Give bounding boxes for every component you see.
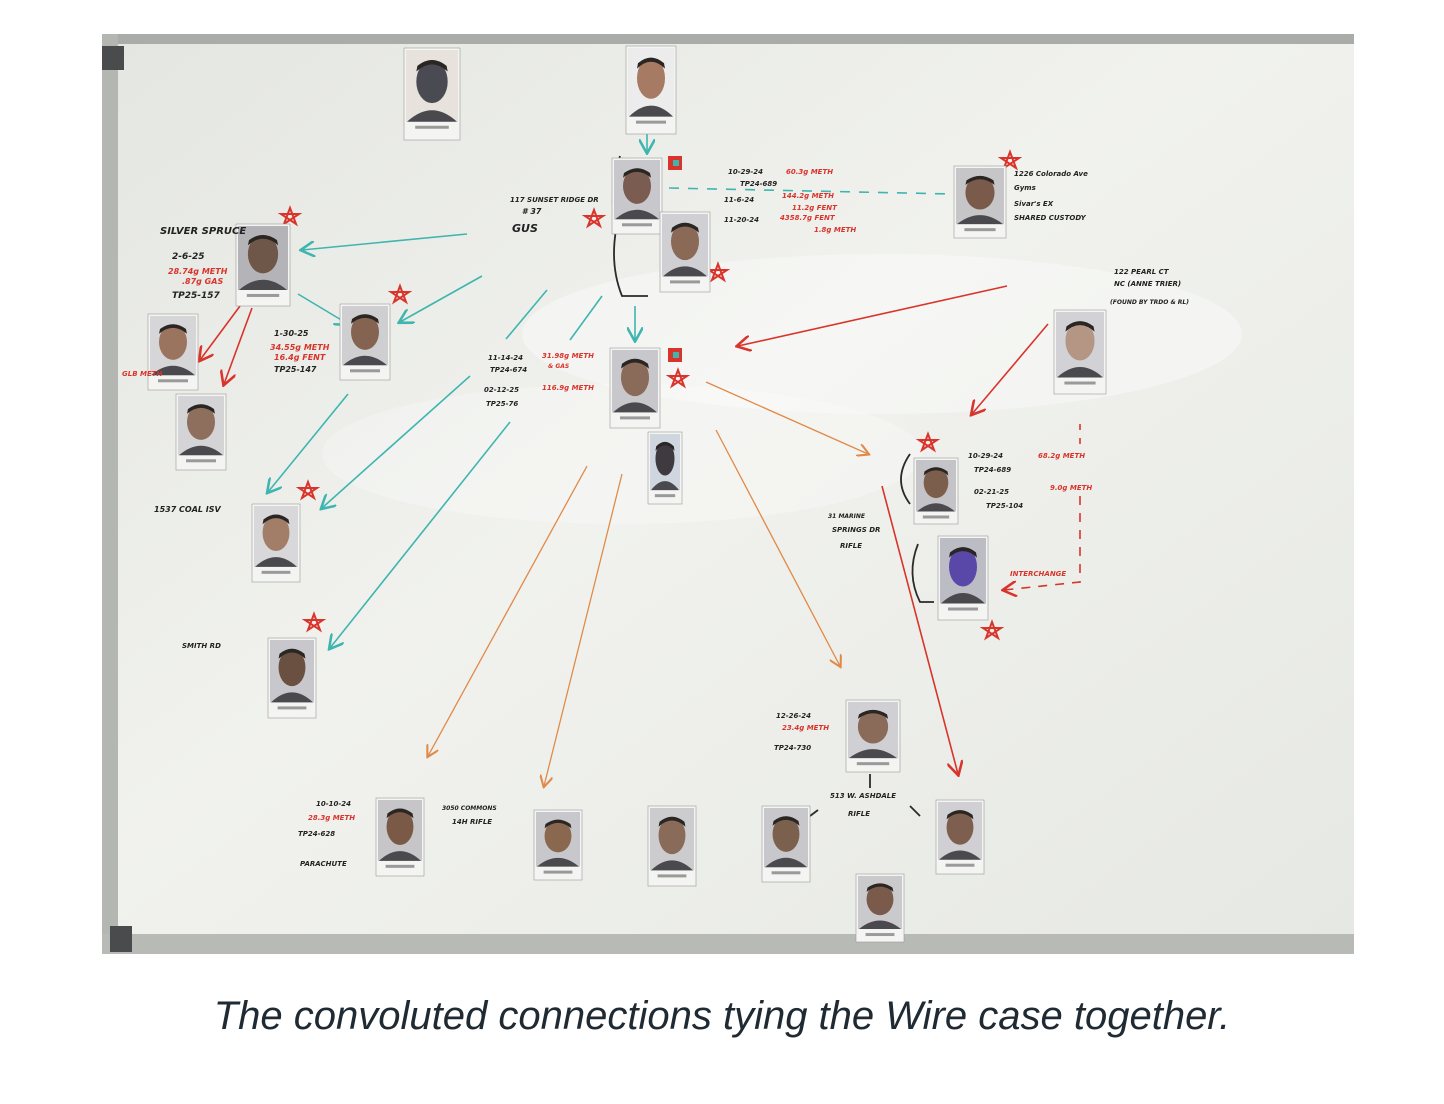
- note-top-l3-val: 144.2g METH: [782, 192, 834, 200]
- note-top-l6-val: 1.8g METH: [814, 226, 856, 234]
- note-bl-date: 10-10-24: [316, 800, 351, 808]
- note-mr-tp1: TP24-689: [974, 466, 1011, 474]
- note-silver-tp: TP25-157: [172, 291, 221, 301]
- note-center-d2: 02-12-25: [484, 386, 519, 394]
- orange-connections: [428, 381, 868, 786]
- note-center-tp1: TP24-674: [490, 366, 527, 374]
- mugshot-card: [1053, 309, 1107, 395]
- note-bl-val: 28.3g METH: [308, 814, 355, 822]
- tag-icons: [668, 156, 682, 362]
- note-br-date: 12-26-24: [776, 712, 811, 720]
- note-left-tp: TP25-147: [274, 365, 317, 374]
- mugshots: [147, 45, 1107, 943]
- note-top-l4-val: 11.2g FENT: [792, 204, 838, 212]
- mugshot-card: [611, 157, 663, 235]
- note-right-l1: 1226 Colorado Ave: [1014, 170, 1088, 178]
- mugshot-card: [267, 637, 317, 719]
- note-gus-num: # 37: [522, 207, 542, 216]
- note-center-d1: 11-14-24: [488, 354, 523, 362]
- handwritten-notes: SILVER SPRUCE 2-6-25 28.74g METH .87g GA…: [122, 168, 1189, 868]
- note-br-val: 23.4g METH: [782, 724, 829, 732]
- note-ashdale-l2: RIFLE: [848, 810, 870, 818]
- note-top-l1-val: 60.3g METH: [786, 168, 833, 176]
- mugshot-card: [147, 313, 199, 391]
- note-pearl-l1: 122 PEARL CT: [1114, 268, 1170, 276]
- note-right-l3: Sivar's EX: [1014, 200, 1054, 208]
- note-bl-city: PARACHUTE: [300, 860, 347, 868]
- note-silver-meth: 28.74g METH: [168, 267, 228, 276]
- note-top-l5-val: 4358.7g FENT: [780, 214, 836, 222]
- note-right-l2: Gyms: [1014, 184, 1036, 192]
- note-ashdale-l1: 513 W. ASHDALE: [830, 792, 896, 800]
- note-center-v1: 31.98g METH: [542, 352, 594, 360]
- note-top-l5-date: 11-20-24: [724, 216, 759, 224]
- mugshot-card: [937, 535, 989, 621]
- note-spring-l3: RIFLE: [840, 542, 862, 550]
- star-marks: [277, 149, 1023, 641]
- note-glb-meth: GLB METH: [122, 370, 163, 378]
- mugshot-card: [375, 797, 425, 877]
- mugshot-card: [339, 303, 391, 381]
- mugshot-card: [625, 45, 677, 135]
- note-smith: SMITH RD: [182, 642, 221, 650]
- mugshot-card: [235, 223, 291, 307]
- note-center-v2: 116.9g METH: [542, 384, 594, 392]
- note-coal-addr: 1537 COAL ISV: [154, 505, 222, 514]
- note-left-fent: 16.4g FENT: [274, 353, 326, 362]
- note-top-l1-date: 10-29-24: [728, 168, 763, 176]
- note-silver-gas: .87g GAS: [182, 277, 223, 286]
- note-mr-tp2: TP25-104: [986, 502, 1023, 510]
- red-connections: [200, 285, 1081, 774]
- mugshot-card: [659, 211, 711, 293]
- mugshot-card: [403, 47, 461, 141]
- note-mr-d1: 10-29-24: [968, 452, 1003, 460]
- note-pearl-l3: (FOUND BY TRDO & RL): [1110, 299, 1189, 306]
- mugshot-card: [913, 457, 959, 525]
- teal-connections: [268, 132, 953, 648]
- note-gus-name: GUS: [512, 222, 538, 235]
- mugshot-card: [647, 431, 683, 505]
- note-left-meth: 34.55g METH: [270, 343, 330, 352]
- mugshot-card: [845, 699, 901, 773]
- mugshot-card: [953, 165, 1007, 239]
- note-comm-l1: 3050 COMMONS: [442, 805, 497, 812]
- note-gus-addr: 117 SUNSET RIDGE DR: [510, 196, 599, 204]
- note-center-tp2: TP25-76: [486, 400, 518, 408]
- note-left-date: 1-30-25: [274, 329, 309, 338]
- note-silver-date: 2-6-25: [172, 252, 205, 262]
- note-pearl-l2: NC (ANNE TRIER): [1114, 280, 1181, 288]
- note-spring-l1: 31 MARINE: [828, 513, 866, 520]
- note-mr-d2: 02-21-25: [974, 488, 1009, 496]
- note-spring-l2: SPRINGS DR: [832, 526, 880, 534]
- mugshot-card: [935, 799, 985, 875]
- whiteboard-photo: SILVER SPRUCE 2-6-25 28.74g METH .87g GA…: [102, 34, 1354, 954]
- note-bl-tp: TP24-628: [298, 830, 335, 838]
- note-comm-l2: 14H RIFLE: [452, 818, 492, 826]
- note-right-l4: SHARED CUSTODY: [1014, 214, 1087, 222]
- note-br-tp: TP24-730: [774, 744, 811, 752]
- mugshot-card: [761, 805, 811, 883]
- note-top-l2: TP24-689: [740, 180, 777, 188]
- note-mr-v2: 9.0g METH: [1050, 484, 1092, 492]
- frame-left: [102, 34, 118, 954]
- mugshot-card: [533, 809, 583, 881]
- mugshot-card: [855, 873, 905, 943]
- note-silver-spruce: SILVER SPRUCE: [160, 226, 246, 237]
- note-center-v1b: & GAS: [548, 363, 569, 370]
- mugshot-card: [251, 503, 301, 583]
- frame-top: [102, 34, 1354, 44]
- note-mr-v1: 68.2g METH: [1038, 452, 1085, 460]
- note-interchange: INTERCHANGE: [1010, 570, 1066, 578]
- mugshot-card: [647, 805, 697, 887]
- whiteboard: SILVER SPRUCE 2-6-25 28.74g METH .87g GA…: [102, 34, 1354, 954]
- mugshot-card: [175, 393, 227, 471]
- note-top-l3-date: 11-6-24: [724, 196, 754, 204]
- mugshot-card: [609, 347, 661, 429]
- photo-caption: The convoluted connections tying the Wir…: [213, 994, 1231, 1038]
- frame-bottom: [102, 934, 1354, 954]
